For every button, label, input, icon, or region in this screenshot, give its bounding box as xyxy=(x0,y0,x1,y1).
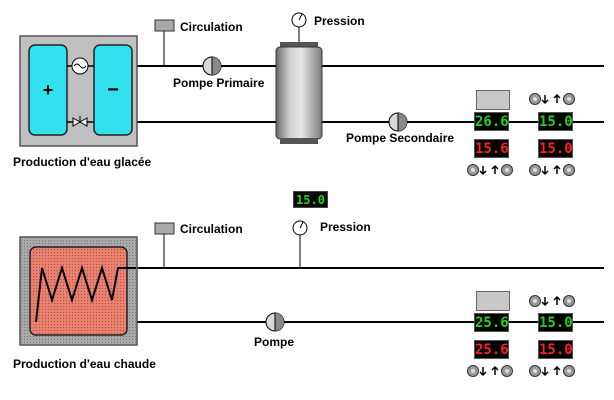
pressure-gauge-icon[interactable] xyxy=(291,12,307,28)
status-indicator[interactable] xyxy=(476,90,510,110)
buffer-tank[interactable] xyxy=(275,42,323,144)
minus-icon: − xyxy=(107,79,119,101)
setpoint-controls[interactable] xyxy=(528,294,578,308)
production-chaude-label: Production d'eau chaude xyxy=(13,357,156,371)
center-display: 15.0 xyxy=(293,191,328,208)
arrow-controls-icon xyxy=(529,164,575,176)
bottom-pipes xyxy=(136,234,604,323)
arrow-controls-icon xyxy=(529,295,575,307)
arrow-controls-icon xyxy=(467,164,513,176)
temp-display-bottom-right: 15.0 xyxy=(538,139,573,158)
pompe-primaire-label: Pompe Primaire xyxy=(173,76,265,90)
temp-display-top-left: 25.6 xyxy=(474,313,509,332)
boiler-unit[interactable] xyxy=(19,236,138,346)
setpoint-controls[interactable] xyxy=(466,364,516,378)
circulation-box-icon[interactable] xyxy=(154,222,175,235)
pump-primaire-icon[interactable] xyxy=(202,56,222,76)
heating-coil-icon xyxy=(35,264,136,323)
pression-label: Pression xyxy=(314,14,365,28)
setpoint-controls[interactable] xyxy=(466,163,516,177)
arrow-controls-icon xyxy=(529,93,575,105)
circulation-box-icon[interactable] xyxy=(154,19,175,32)
production-glacee-label: Production d'eau glacée xyxy=(13,155,152,169)
temp-display-bottom-left: 15.6 xyxy=(474,139,509,158)
setpoint-controls[interactable] xyxy=(528,92,578,106)
temp-display-top-left: 26.6 xyxy=(474,112,509,131)
setpoint-controls[interactable] xyxy=(528,163,578,177)
temp-display-bottom-left: 25.6 xyxy=(474,340,509,359)
setpoint-controls[interactable] xyxy=(528,364,578,378)
arrow-controls-icon xyxy=(467,365,513,377)
pump-icon[interactable] xyxy=(265,312,285,332)
plus-icon: + xyxy=(43,80,54,100)
circulation-label: Circulation xyxy=(180,20,243,34)
pressure-gauge-icon[interactable] xyxy=(292,220,308,236)
temp-display-top-right: 15.0 xyxy=(538,112,573,131)
top-pipes xyxy=(136,26,604,123)
temp-display-bottom-right: 15.0 xyxy=(538,340,573,359)
pompe-secondaire-label: Pompe Secondaire xyxy=(346,131,455,145)
pompe-label: Pompe xyxy=(254,335,295,349)
pression-label: Pression xyxy=(320,220,371,234)
circulation-label: Circulation xyxy=(180,222,243,236)
pump-secondaire-icon[interactable] xyxy=(388,112,408,132)
status-indicator[interactable] xyxy=(476,291,510,311)
arrow-controls-icon xyxy=(529,365,575,377)
chiller-unit[interactable]: + − xyxy=(19,35,138,147)
temp-display-top-right: 15.0 xyxy=(538,313,573,332)
